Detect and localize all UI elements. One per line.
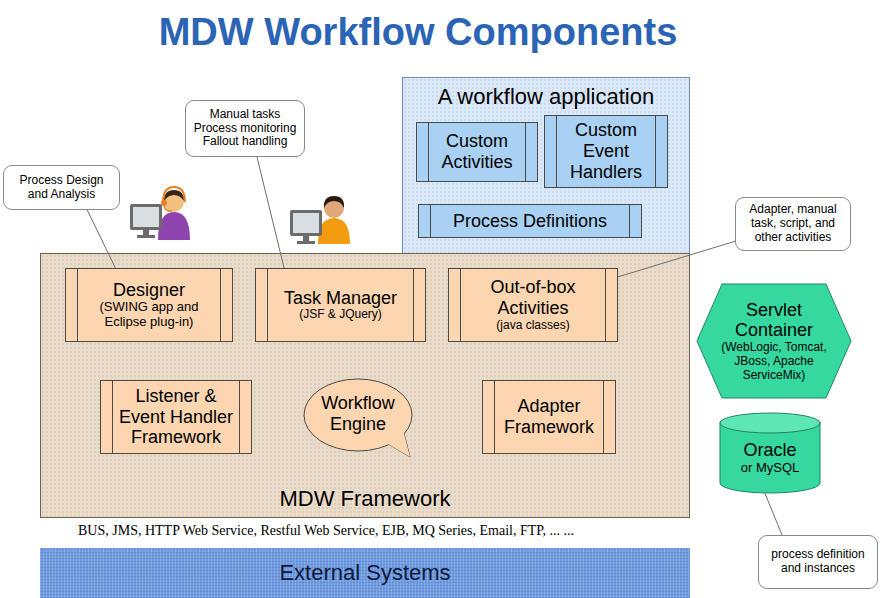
framework-panel: MDW Framework Designer(SWING app and Ecli… xyxy=(40,253,690,518)
database-cylinder: Oracleor MySQL xyxy=(719,412,821,494)
node-title: Process Design and Analysis xyxy=(9,174,114,202)
text-group: Out-of-box Activities(java classes) xyxy=(464,277,602,332)
node-subtitle: (java classes) xyxy=(464,319,602,333)
component-box: Adapter Framework xyxy=(482,380,616,454)
node-title: Manual tasks Process monitoring Fallout … xyxy=(191,108,299,149)
monitor-stand xyxy=(143,230,149,235)
leader-line xyxy=(618,241,735,277)
callout-note: Process Design and Analysis xyxy=(3,165,120,210)
node-title: A workflow application xyxy=(438,84,654,109)
node-title: External Systems xyxy=(50,560,680,585)
designer-user-icon xyxy=(130,187,190,240)
text-group: Custom Event Handlers xyxy=(560,120,652,182)
node-title: Servlet Container xyxy=(718,300,830,341)
text-group: Adapter Framework xyxy=(498,396,600,437)
text-group: Listener & Event Handler Framework xyxy=(116,386,236,448)
text-group: Servlet Container(WebLogic, Tomcat, JBos… xyxy=(718,300,830,383)
monitor-screen xyxy=(293,213,319,233)
text-group: Designer(SWING app and Eclipse plug-in) xyxy=(81,280,217,331)
node-title: Oracle xyxy=(727,440,813,461)
text-group: Task Manager(JSF & JQuery) xyxy=(271,288,410,322)
text-group: Oracleor MySQL xyxy=(727,440,813,476)
text-group: process definition and instances xyxy=(764,548,872,576)
node-title: MDW Framework xyxy=(279,486,450,511)
task-user-icon xyxy=(290,196,350,244)
hexagon-shape xyxy=(697,284,851,398)
headset-band xyxy=(163,187,185,202)
node-title: Designer xyxy=(81,280,217,301)
person-body xyxy=(158,212,190,240)
node-title: Workflow Engine xyxy=(316,393,400,434)
leader-line xyxy=(87,210,115,268)
monitor-frame xyxy=(290,210,322,236)
headset-mic xyxy=(164,206,172,211)
callout-note: process definition and instances xyxy=(758,535,878,589)
diagram-title: MDW Workflow Components xyxy=(159,11,678,54)
component-box: Custom Activities xyxy=(416,122,538,182)
component-box: Process Definitions xyxy=(418,204,642,238)
component-box: Listener & Event Handler Framework xyxy=(100,380,252,454)
application-panel: A workflow applicationCustom Activities C… xyxy=(402,77,690,254)
monitor-stand xyxy=(303,236,309,241)
text-group: Manual tasks Process monitoring Fallout … xyxy=(191,108,299,149)
node-subtitle: (WebLogic, Tomcat, JBoss, Apache Service… xyxy=(718,341,830,382)
monitor-screen xyxy=(133,207,159,227)
text-group: Process Design and Analysis xyxy=(9,174,114,202)
engine-bubble: Workflow Engine xyxy=(302,377,414,459)
monitor-frame xyxy=(130,204,162,230)
text-group: Process Definitions xyxy=(434,211,626,232)
component-box: Out-of-box Activities(java classes) xyxy=(448,268,618,342)
container-hexagon: Servlet Container(WebLogic, Tomcat, JBos… xyxy=(696,283,852,399)
node-title: Out-of-box Activities xyxy=(464,277,602,318)
cylinder-top xyxy=(720,413,820,433)
node-title: Custom Activities xyxy=(432,131,522,172)
title-holder: MDW Workflow Components xyxy=(0,11,836,54)
headset-ear xyxy=(161,200,167,206)
leader-line xyxy=(257,157,284,268)
text-group: Workflow Engine xyxy=(316,393,400,434)
callout-note: Manual tasks Process monitoring Fallout … xyxy=(185,100,305,157)
person-hair xyxy=(164,190,184,201)
text-group: External Systems xyxy=(50,560,680,585)
component-box: Designer(SWING app and Eclipse plug-in) xyxy=(65,268,233,342)
text-group: Custom Activities xyxy=(432,131,522,172)
node-title: process definition and instances xyxy=(764,548,872,576)
node-title: Custom Event Handlers xyxy=(560,120,652,182)
bubble-tail-fill xyxy=(383,429,410,457)
node-subtitle: (JSF & JQuery) xyxy=(271,308,410,322)
node-subtitle: or MySQL xyxy=(727,461,813,476)
component-box: Task Manager(JSF & JQuery) xyxy=(255,268,426,342)
monitor-base xyxy=(137,235,155,238)
monitor-base xyxy=(297,241,315,244)
node-title: Task Manager xyxy=(271,288,410,309)
person-body xyxy=(318,218,350,244)
leader-line xyxy=(765,493,782,535)
callout-note: Adapter, manual task, script, and other … xyxy=(735,197,851,251)
text-group: Adapter, manual task, script, and other … xyxy=(741,203,845,244)
external-band: External Systems xyxy=(40,548,690,598)
person-hair xyxy=(324,196,344,208)
node-title: Adapter Framework xyxy=(498,396,600,437)
node-title: Listener & Event Handler Framework xyxy=(116,386,236,448)
node-title: Adapter, manual task, script, and other … xyxy=(741,203,845,244)
node-subtitle: (SWING app and Eclipse plug-in) xyxy=(81,300,217,330)
component-box: Custom Event Handlers xyxy=(544,115,668,188)
label-holder: BUS, JMS, HTTP Web Service, Restful Web … xyxy=(78,521,574,539)
protocol-list: BUS, JMS, HTTP Web Service, Restful Web … xyxy=(78,523,574,539)
node-title: Process Definitions xyxy=(434,211,626,232)
